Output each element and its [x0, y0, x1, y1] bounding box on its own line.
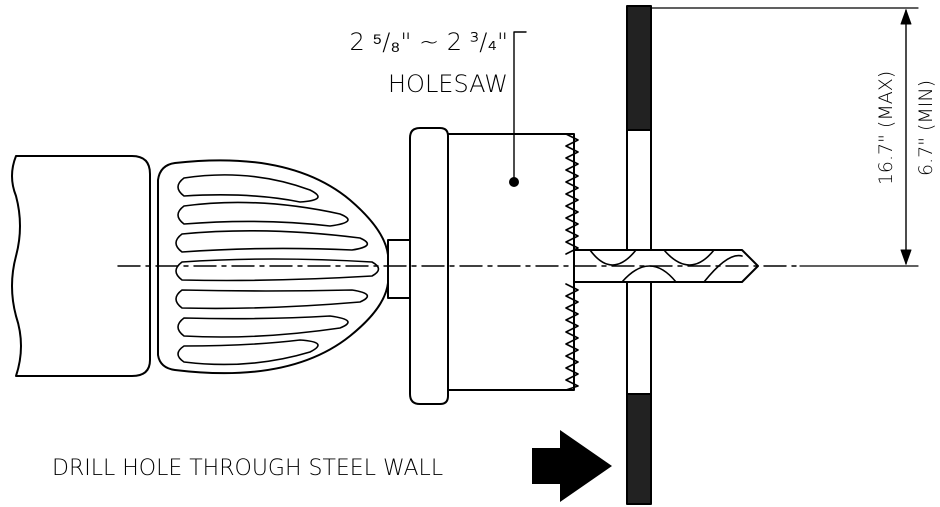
holesaw-teeth-lower	[565, 283, 579, 391]
steel-wall	[626, 5, 652, 505]
dimension-max-label: 16.7" (MAX)	[875, 71, 897, 185]
dim-arrow-bottom	[900, 249, 912, 265]
dimension-min-label: 6.7" (MIN)	[915, 80, 937, 176]
drill-body	[11, 155, 151, 377]
holesaw-flange	[409, 127, 449, 405]
holesaw-leader	[513, 31, 527, 181]
holesaw-label: HOLESAW	[388, 70, 508, 98]
direction-arrow	[532, 430, 612, 502]
holesaw-body	[447, 133, 575, 391]
holesaw-teeth-upper	[565, 133, 579, 255]
dim-arrow-top	[900, 9, 912, 25]
holesaw-size-label: 2 ⁵/₈" ~ 2 ³/₄"	[349, 28, 508, 56]
drill-chuck	[157, 159, 389, 375]
chuck-ridges	[175, 174, 380, 366]
leader-dot	[509, 177, 519, 187]
arbor-shaft	[387, 239, 411, 299]
instruction-label: DRILL HOLE THROUGH STEEL WALL	[52, 456, 443, 481]
